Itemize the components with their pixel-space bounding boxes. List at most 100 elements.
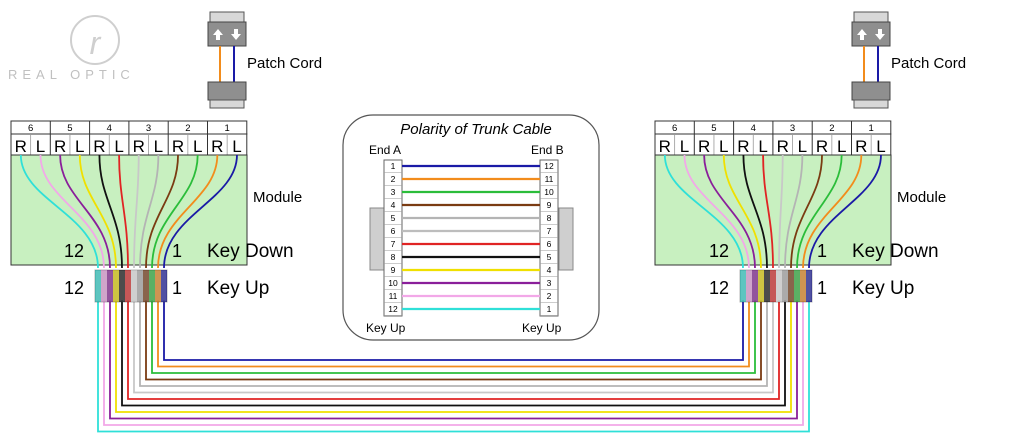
- end-a-position: 11: [389, 291, 398, 301]
- left-module-label: Module: [253, 189, 302, 206]
- trunk-fiber: [97, 300, 810, 433]
- right-key-up-label: Key Up: [852, 278, 914, 299]
- arrow-down-icon: [231, 29, 241, 40]
- module-fiber: [762, 154, 774, 269]
- connector-fiber-band: [746, 270, 752, 302]
- module-fiber: [802, 154, 863, 269]
- patch-cord-latch: [853, 99, 889, 109]
- port-number: 6: [28, 123, 33, 134]
- port-l-label: L: [876, 137, 885, 156]
- port-l-label: L: [837, 137, 846, 156]
- module-fiber: [133, 154, 140, 269]
- patch-cord-bottom-connector: [207, 81, 247, 101]
- connector-fiber-band: [131, 270, 137, 302]
- polarity-title: Polarity of Trunk Cable: [400, 121, 551, 138]
- trunk-fiber: [151, 300, 756, 374]
- port-r-label: R: [777, 137, 789, 156]
- patch-cord-latch: [853, 11, 889, 23]
- end-a-label: End A: [369, 143, 401, 157]
- end-a-position: 2: [391, 174, 396, 184]
- right-module-body: [654, 154, 892, 269]
- key-up-b-label: Key Up: [522, 321, 562, 335]
- arrow-up-icon: [857, 29, 867, 40]
- connector-body: [739, 269, 813, 303]
- arrow-up-icon: [213, 29, 223, 40]
- end-a-position: 1: [391, 161, 396, 171]
- end-a-position: 4: [391, 200, 396, 210]
- trunk-fiber: [127, 300, 780, 400]
- module-fiber: [151, 154, 199, 269]
- right-key-down-1: 1: [817, 241, 827, 261]
- left-patch-cord: [207, 11, 247, 109]
- arrow-down-icon: [875, 29, 885, 40]
- end-a-key: [369, 207, 385, 271]
- port-l-label: L: [758, 137, 767, 156]
- end-b-position: 6: [547, 239, 552, 249]
- module-fiber: [808, 154, 882, 269]
- module-fiber: [19, 154, 99, 269]
- connector-fiber-band: [113, 270, 119, 302]
- module-fiber: [118, 154, 129, 269]
- polarity-box: Polarity of Trunk Cable End A End B Key …: [342, 114, 600, 341]
- connector-fiber-band: [782, 270, 788, 302]
- connector-fiber-band: [788, 270, 794, 302]
- port-r-label: R: [737, 137, 749, 156]
- module-fiber: [796, 154, 843, 269]
- end-b-position: 8: [547, 213, 552, 223]
- left-patch-cord-label: Patch Cord: [247, 55, 322, 72]
- port-l-label: L: [719, 137, 728, 156]
- connector-body: [94, 269, 168, 303]
- connector-fiber-band: [770, 270, 776, 302]
- port-r-label: R: [211, 137, 223, 156]
- end-a-position: 3: [391, 187, 396, 197]
- connector-fiber-band: [752, 270, 758, 302]
- right-key-down-label: Key Down: [852, 241, 939, 262]
- trunk-fiber: [121, 300, 786, 407]
- end-b-frame: [539, 159, 559, 317]
- real-optic-logo: r REAL OPTIC: [8, 15, 135, 82]
- trunk-fiber: [115, 300, 792, 413]
- port-l-label: L: [798, 137, 807, 156]
- logo-wordmark: REAL OPTIC: [8, 67, 135, 82]
- trunk-fiber: [133, 300, 774, 394]
- connector-fiber-band: [161, 270, 167, 302]
- patch-cord-latch: [209, 99, 245, 109]
- left-key-down-1: 1: [172, 241, 182, 261]
- end-b-position: 10: [544, 187, 554, 197]
- port-number: 4: [107, 123, 112, 134]
- connector-fiber-band: [740, 270, 746, 302]
- right-patch-cord: [851, 11, 891, 109]
- logo-circle: [70, 15, 120, 65]
- end-b-position: 1: [547, 304, 552, 314]
- trunk-fiber: [139, 300, 768, 387]
- end-b-position: 4: [547, 265, 552, 275]
- connector-fiber-band: [125, 270, 131, 302]
- port-number: 3: [146, 123, 151, 134]
- module-fiber: [145, 154, 179, 269]
- end-b-position: 12: [544, 161, 554, 171]
- key-up-a-label: Key Up: [366, 321, 406, 335]
- end-b-position: 7: [547, 226, 552, 236]
- module-fiber: [683, 154, 750, 269]
- right-key-down-12: 12: [709, 241, 729, 261]
- module-fiber: [163, 154, 238, 269]
- connector-fiber-band: [95, 270, 101, 302]
- end-a-position: 5: [391, 213, 396, 223]
- module-fiber: [703, 154, 756, 269]
- right-module-label: Module: [897, 189, 946, 206]
- port-r-label: R: [855, 137, 867, 156]
- connector-fiber-band: [764, 270, 770, 302]
- end-b-position: 2: [547, 291, 552, 301]
- end-b-position: 3: [547, 278, 552, 288]
- patch-cord-bottom-connector: [851, 81, 891, 101]
- trunk-fiber: [157, 300, 750, 368]
- port-r-label: R: [698, 137, 710, 156]
- port-r-label: R: [93, 137, 105, 156]
- module-fiber: [157, 154, 219, 269]
- port-l-label: L: [232, 137, 241, 156]
- trunk-fiber: [145, 300, 762, 381]
- left-key-up-1: 1: [172, 278, 182, 298]
